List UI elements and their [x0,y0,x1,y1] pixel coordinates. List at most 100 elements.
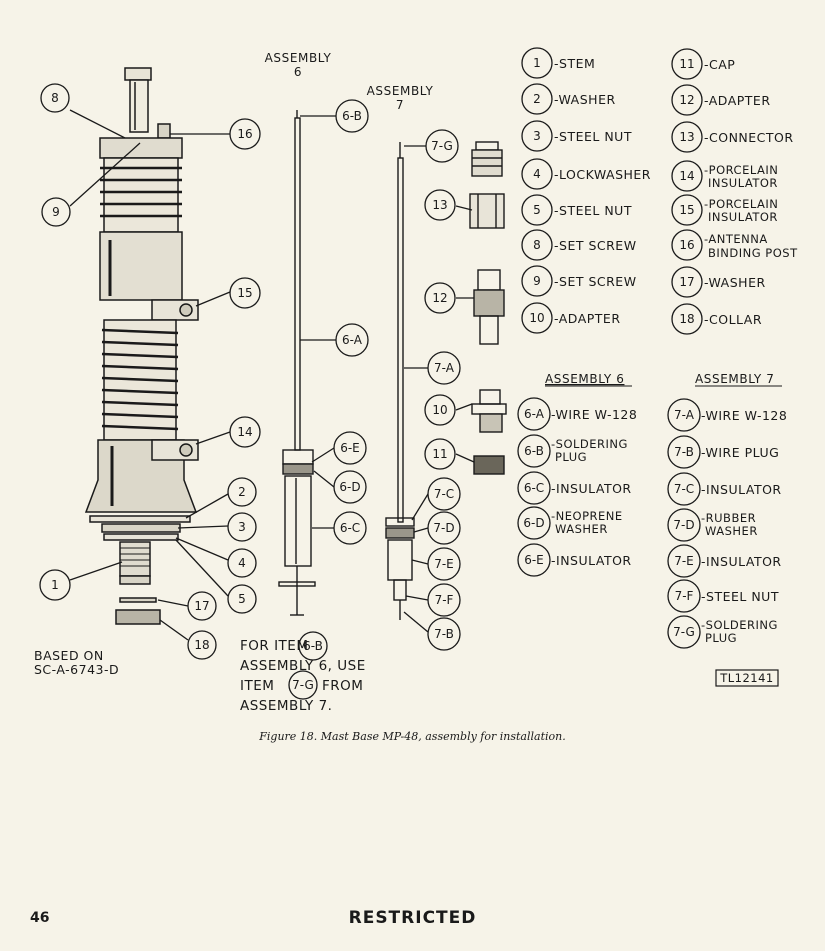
mast-base-drawing [84,67,199,625]
assembly-row: 7-A-WIRE W-128 [667,398,787,432]
part-row: 2-WASHER [521,83,616,115]
page-number: 46 [30,910,50,926]
callout-7-d: 7-D [427,511,461,545]
assembly-row: 7-E-INSULATOR [667,544,781,578]
svg-text:16: 16 [679,238,694,252]
part-row: 9-SET SCREW [521,265,636,297]
svg-text:-ANTENNA: -ANTENNA [704,232,768,246]
svg-text:-STEM: -STEM [554,56,595,71]
svg-text:3: 3 [238,520,246,534]
svg-text:6-C: 6-C [340,521,360,535]
svg-text:TL12141: TL12141 [719,671,774,685]
svg-text:11: 11 [679,57,694,71]
assembly-7-title: ASSEMBLY [367,84,434,98]
callout-3: 3 [227,512,257,542]
svg-text:-CONNECTOR: -CONNECTOR [704,130,794,145]
svg-text:7-D: 7-D [673,518,694,532]
svg-text:6-B: 6-B [303,639,323,653]
part-row: 10-ADAPTER [521,302,620,334]
svg-text:SC-A-6743-D: SC-A-6743-D [34,662,119,677]
part-row: 4-LOCKWASHER [521,158,651,190]
svg-text:7-G: 7-G [431,139,453,153]
svg-text:-INSULATOR: -INSULATOR [551,481,632,496]
callout-16: 16 [229,118,261,150]
svg-text:-PORCELAIN: -PORCELAIN [704,197,778,211]
parts-list-right: 11-CAP 12-ADAPTER 13-CONNECTOR 14-PORCEL… [671,48,798,335]
svg-text:PLUG: PLUG [555,450,587,464]
svg-text:-INSULATOR: -INSULATOR [551,553,632,568]
svg-text:10: 10 [432,403,447,417]
svg-text:1: 1 [51,578,59,592]
svg-text:5: 5 [533,203,541,217]
assembly-row: 6-C-INSULATOR [517,471,632,505]
for-item-note: FOR ITEM 6-B ASSEMBLY 6, USE ITEM 7-G FR… [240,631,365,714]
svg-text:-STEEL NUT: -STEEL NUT [554,203,632,218]
svg-text:6-B: 6-B [524,444,544,458]
svg-text:10: 10 [529,311,544,325]
svg-text:-PORCELAIN: -PORCELAIN [704,163,778,177]
svg-text:-WIRE W-128: -WIRE W-128 [551,407,637,422]
part-row: 17-WASHER [671,266,765,298]
svg-text:BASED ON: BASED ON [34,648,104,663]
svg-text:-CAP: -CAP [704,57,735,72]
callout-1: 1 [39,569,71,601]
svg-text:12: 12 [432,291,447,305]
svg-text:ITEM: ITEM [240,678,274,694]
callout-7-g: 7-G [425,129,459,163]
svg-text:-WASHER: -WASHER [554,92,616,107]
svg-text:18: 18 [679,312,694,326]
svg-text:6-D: 6-D [523,516,544,530]
svg-text:8: 8 [533,238,541,252]
svg-text:-COLLAR: -COLLAR [704,312,762,327]
callout-18: 18 [187,630,217,660]
svg-text:3: 3 [533,129,541,143]
svg-text:WASHER: WASHER [555,522,608,536]
part-row: 1 -STEM [521,47,595,79]
svg-text:ASSEMBLY 7.: ASSEMBLY 7. [240,698,332,714]
svg-text:7-C: 7-C [674,482,694,496]
svg-text:7-B: 7-B [434,627,454,641]
svg-text:INSULATOR: INSULATOR [708,176,778,190]
svg-text:6-E: 6-E [524,553,544,567]
svg-text:-WIRE PLUG: -WIRE PLUG [701,445,779,460]
assembly-row: 7-F-STEEL NUT [667,579,779,613]
part-row: 5 -STEEL NUT [521,194,632,226]
assembly-row: 6-A-WIRE W-128 [517,397,637,431]
callout-12: 12 [424,282,456,314]
part-row: 18 -COLLAR [671,303,762,335]
svg-text:BINDING POST: BINDING POST [708,246,798,260]
svg-text:11: 11 [432,447,447,461]
callout-7-e: 7-E [427,547,461,581]
svg-text:9: 9 [533,274,541,288]
svg-text:6-A: 6-A [342,333,363,347]
svg-text:16: 16 [237,127,252,141]
svg-text:1: 1 [533,56,541,70]
part-row: 3-STEEL NUT [521,120,631,152]
svg-text:5: 5 [238,592,246,606]
assembly-6-list: ASSEMBLY 6 6-A-WIRE W-128 6-B-SOLDERINGP… [517,372,637,577]
svg-text:7-A: 7-A [674,408,695,422]
svg-text:17: 17 [194,599,209,613]
assembly-6-drawing [278,110,316,616]
based-on-note: BASED ON SC-A-6743-D [34,648,119,677]
part-row: 12-ADAPTER [671,84,770,116]
svg-text:4: 4 [238,556,246,570]
assembly-7-heading: ASSEMBLY 7 [695,372,774,386]
svg-text:6-D: 6-D [339,480,360,494]
drawing-number: TL12141 [715,669,779,687]
callout-6-b: 6-B [335,99,369,133]
callout-6-a: 6-A [335,323,369,357]
svg-text:-STEEL NUT: -STEEL NUT [701,589,779,604]
svg-text:-SET SCREW: -SET SCREW [554,238,637,253]
callout-7-b: 7-B [427,617,461,651]
svg-text:7-G: 7-G [292,678,314,692]
svg-text:13: 13 [679,130,694,144]
callout-17: 17 [187,591,217,621]
svg-text:-SOLDERING: -SOLDERING [701,618,778,632]
svg-text:FROM: FROM [322,678,363,694]
